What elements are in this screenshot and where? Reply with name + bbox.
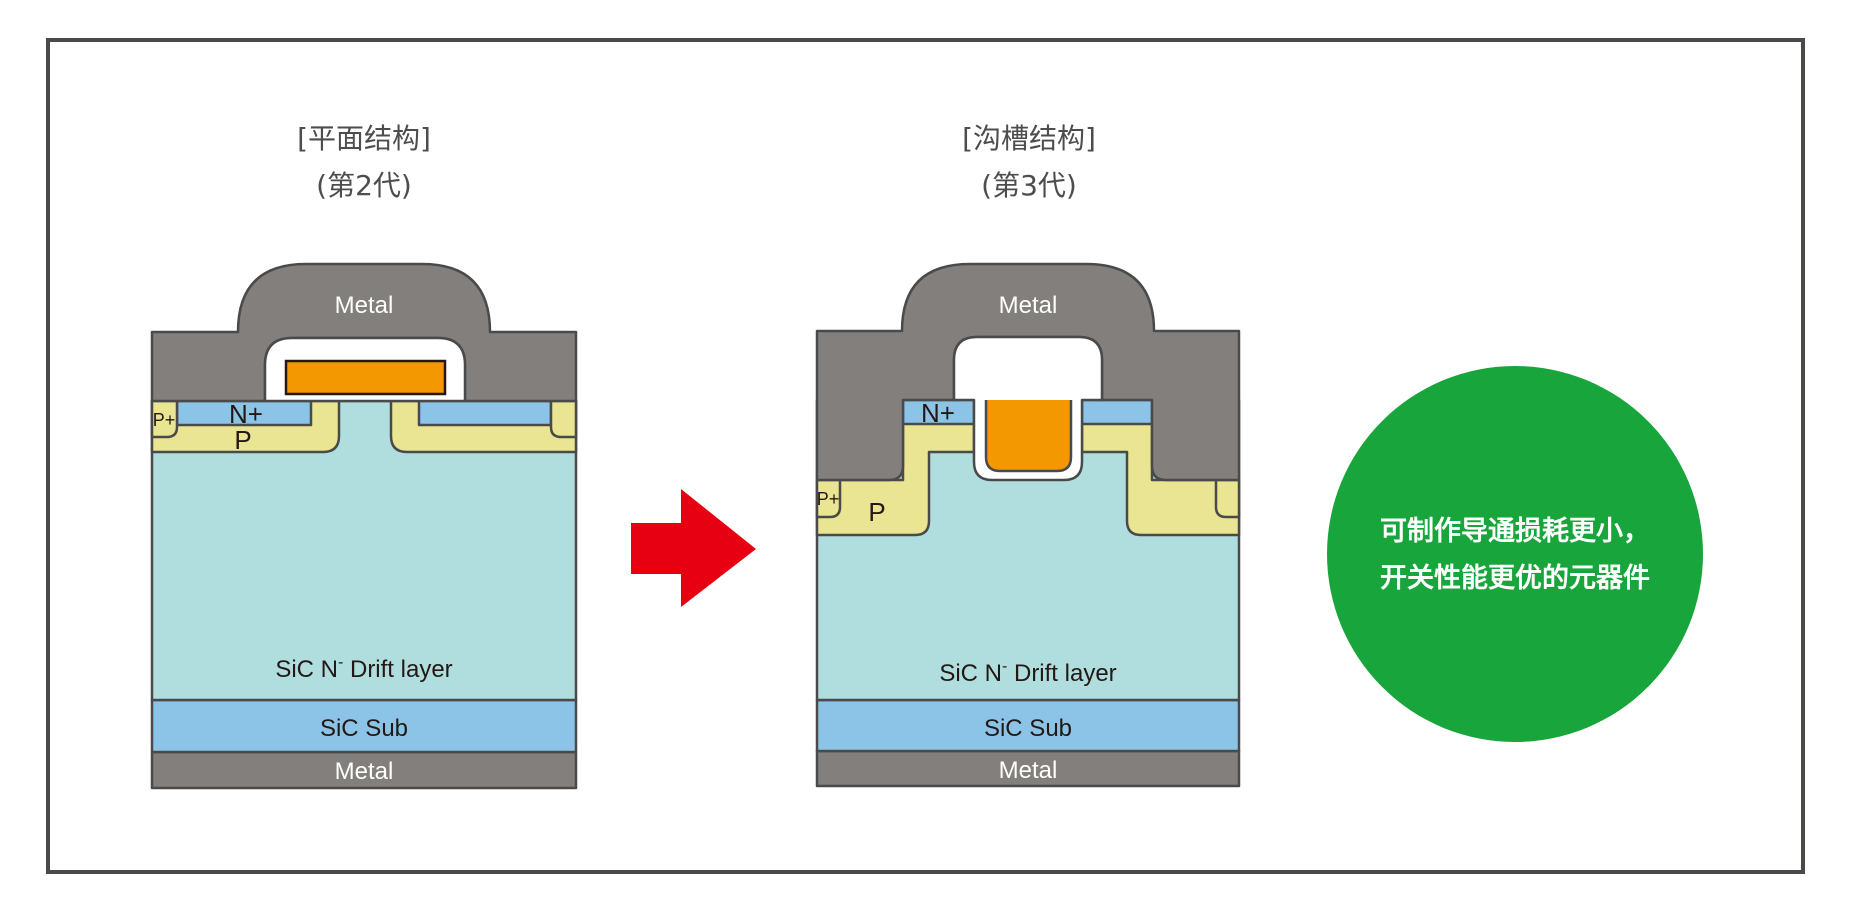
trench-title: [沟槽结构] [962, 122, 1096, 155]
planar-p-plus-right [549, 399, 578, 439]
conclusion-line-1: 可制作导通损耗更小， [1380, 516, 1650, 547]
trench-drift-label: SiC N- Drift layer [939, 658, 1116, 687]
conclusion-badge: 可制作导通损耗更小， 开关性能更优的元器件 [1327, 366, 1703, 742]
trench-gate-electrode [984, 400, 1073, 473]
outer-frame [46, 38, 1805, 874]
planar-n-plus-right [417, 399, 553, 427]
trench-substrate-label: SiC Sub [984, 715, 1072, 742]
trench-top-metal-label: Metal [999, 292, 1058, 319]
planar-mosfet-diagram: [平面结构] (第2代) Metal N+ P P+ SiC N- Drift … [150, 122, 578, 790]
trench-mosfet-diagram: [沟槽结构] (第3代) Metal N+ P P+ SiC N- Drift … [815, 122, 1241, 788]
conclusion-circle [1327, 366, 1703, 742]
planar-substrate-label: SiC Sub [320, 715, 408, 742]
planar-substrate [150, 698, 578, 754]
planar-subtitle: (第2代) [316, 169, 412, 202]
trench-p-plus-left [815, 478, 842, 519]
trench-substrate [815, 698, 1241, 753]
planar-drift-label: SiC N- Drift layer [275, 654, 452, 683]
planar-gate-electrode [284, 359, 447, 396]
planar-bottom-metal-label: Metal [335, 758, 394, 785]
trench-bottom-metal-label: Metal [999, 757, 1058, 784]
trench-p-plus-right [1214, 478, 1241, 519]
trench-p-plus-label: P+ [817, 489, 840, 509]
trench-n-plus-label: N+ [921, 398, 955, 428]
planar-p-plus-label: P+ [153, 410, 176, 430]
planar-title: [平面结构] [297, 122, 431, 155]
right-arrow-icon [631, 489, 756, 607]
planar-p-plus-left [150, 399, 179, 439]
trench-subtitle: (第3代) [981, 169, 1077, 202]
trench-n-plus-right [1080, 398, 1154, 426]
conclusion-line-2: 开关性能更优的元器件 [1380, 562, 1650, 594]
planar-n-plus-label: N+ [229, 399, 263, 429]
planar-top-metal-label: Metal [335, 292, 394, 319]
trench-p-label: P [868, 497, 885, 527]
planar-p-label: P [234, 425, 251, 455]
